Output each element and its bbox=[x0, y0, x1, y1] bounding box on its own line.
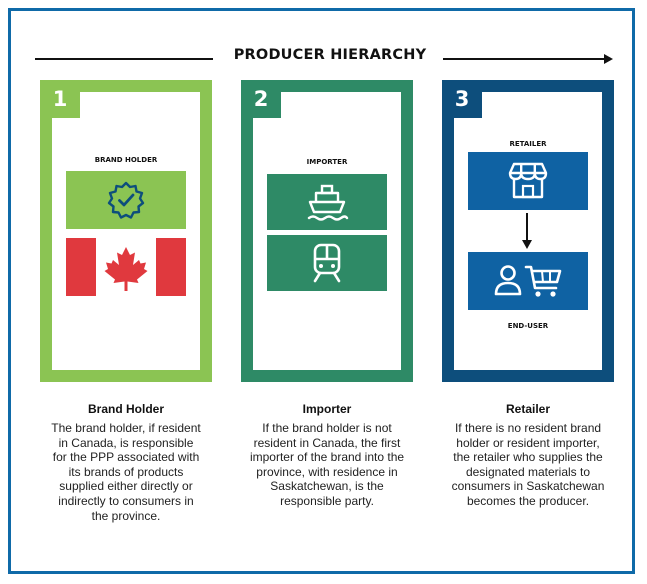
caption-title: Importer bbox=[302, 402, 352, 416]
card-brand-holder: BRAND HOLDER 1 bbox=[40, 80, 212, 382]
person-cart-icon bbox=[494, 265, 562, 297]
caption-title: Retailer bbox=[505, 402, 551, 416]
step-number: 2 bbox=[241, 80, 281, 118]
train-icon bbox=[267, 235, 387, 291]
card-label: IMPORTER bbox=[306, 158, 348, 166]
caption-body: If there is no resident brand holder or … bbox=[451, 421, 605, 508]
step-number: 1 bbox=[40, 80, 80, 118]
arrow-down-icon bbox=[526, 213, 528, 241]
card-importer: IMPORTER 2 bbox=[241, 80, 413, 382]
verified-badge-icon bbox=[66, 171, 186, 229]
card-inner: IMPORTER bbox=[253, 92, 401, 370]
caption-brand-holder: Brand Holder The brand holder, if reside… bbox=[37, 402, 215, 523]
header-line-right bbox=[443, 58, 605, 60]
step-number: 3 bbox=[442, 80, 482, 118]
card-inner: BRAND HOLDER bbox=[52, 92, 200, 370]
caption-body: The brand holder, if resident in Canada,… bbox=[51, 421, 201, 523]
page-title: PRODUCER HIERARCHY bbox=[233, 47, 427, 63]
card-retailer: RETAILER END bbox=[442, 80, 614, 382]
storefront-icon bbox=[468, 152, 588, 210]
end-user-icon-box bbox=[468, 252, 588, 310]
card-label: BRAND HOLDER bbox=[94, 156, 158, 164]
arrow-right-icon bbox=[604, 54, 613, 64]
ship-icon bbox=[267, 174, 387, 230]
canada-flag-icon bbox=[66, 238, 186, 296]
card-label-retailer: RETAILER bbox=[509, 140, 547, 148]
arrow-down-head bbox=[522, 240, 532, 249]
card-label-end-user: END-USER bbox=[507, 322, 549, 330]
caption-retailer: Retailer If there is no resident brand h… bbox=[439, 402, 617, 509]
card-inner: RETAILER END bbox=[454, 92, 602, 370]
caption-importer: Importer If the brand holder is not resi… bbox=[238, 402, 416, 509]
caption-body: If the brand holder is not resident in C… bbox=[249, 421, 405, 508]
header-line-left bbox=[35, 58, 213, 60]
caption-title: Brand Holder bbox=[87, 402, 164, 416]
